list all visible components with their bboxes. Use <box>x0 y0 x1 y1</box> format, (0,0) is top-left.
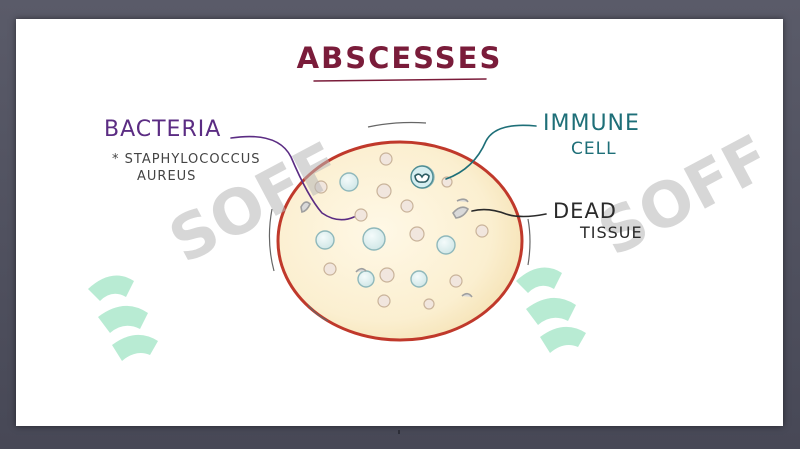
slide-title: ABSCESSES <box>296 41 503 75</box>
immune-label: IMMUNE <box>543 111 640 136</box>
dead-tissue-fragment <box>461 292 473 298</box>
aureus-label: AUREUS <box>137 169 197 184</box>
bacterium <box>354 208 368 222</box>
bacterium <box>314 180 328 194</box>
immune-cell <box>362 227 386 251</box>
bacterium <box>441 176 453 188</box>
bacterium <box>323 262 337 276</box>
bacterium <box>376 183 392 199</box>
bacteria-cells <box>314 152 489 310</box>
tissue-label: TISSUE <box>580 223 643 242</box>
bacterium <box>449 274 463 288</box>
bacterium <box>423 298 435 310</box>
bacterium <box>475 224 489 238</box>
bacterium <box>400 199 414 213</box>
bacterium <box>409 226 425 242</box>
dead-tissue-fragment <box>452 206 470 219</box>
watermark-logo-mark <box>540 326 586 353</box>
bacterium <box>379 152 393 166</box>
dead-tissue-fragment <box>456 198 469 203</box>
immune-cell <box>339 172 359 192</box>
immune-cell <box>357 270 375 288</box>
bacteria-label: BACTERIA <box>104 117 222 142</box>
title-underline <box>313 78 487 82</box>
immune-leader-line <box>445 124 537 180</box>
slide-canvas: SOFF SOFF ABSCESSES BACTERIA * STAPHYLOC… <box>16 19 783 426</box>
motion-mark <box>307 304 329 322</box>
watermark-logo-mark <box>112 334 158 361</box>
motion-mark <box>527 218 531 266</box>
abscess-circle <box>276 140 524 342</box>
immune-cell <box>436 235 456 255</box>
dead-tissue-fragment <box>300 201 311 213</box>
dead-label: DEAD <box>553 199 617 223</box>
bacterium <box>377 294 391 308</box>
immune-cell <box>315 230 335 250</box>
dead-tissue <box>300 198 473 298</box>
bacterium <box>379 267 395 283</box>
motion-mark <box>268 208 275 272</box>
frame-tick <box>398 430 400 434</box>
watermark-logo-mark <box>88 275 134 301</box>
labeled-immune-cell <box>410 165 434 189</box>
watermark-left <box>88 275 158 361</box>
immune-cell <box>410 270 428 288</box>
abscess-diagram: SOFF SOFF <box>88 78 782 361</box>
watermark-logo-mark <box>98 305 148 333</box>
watermark-right <box>516 267 586 353</box>
staphylococcus-label: * STAPHYLOCOCCUS <box>112 152 261 167</box>
bacteria-leader-line <box>230 135 355 221</box>
watermark-logo-mark <box>526 297 576 325</box>
dead-leader-line <box>471 208 547 218</box>
motion-mark <box>367 121 427 128</box>
watermark-logo-mark <box>516 267 562 293</box>
dead-tissue-fragment <box>355 267 367 273</box>
cell-label: CELL <box>571 139 617 159</box>
